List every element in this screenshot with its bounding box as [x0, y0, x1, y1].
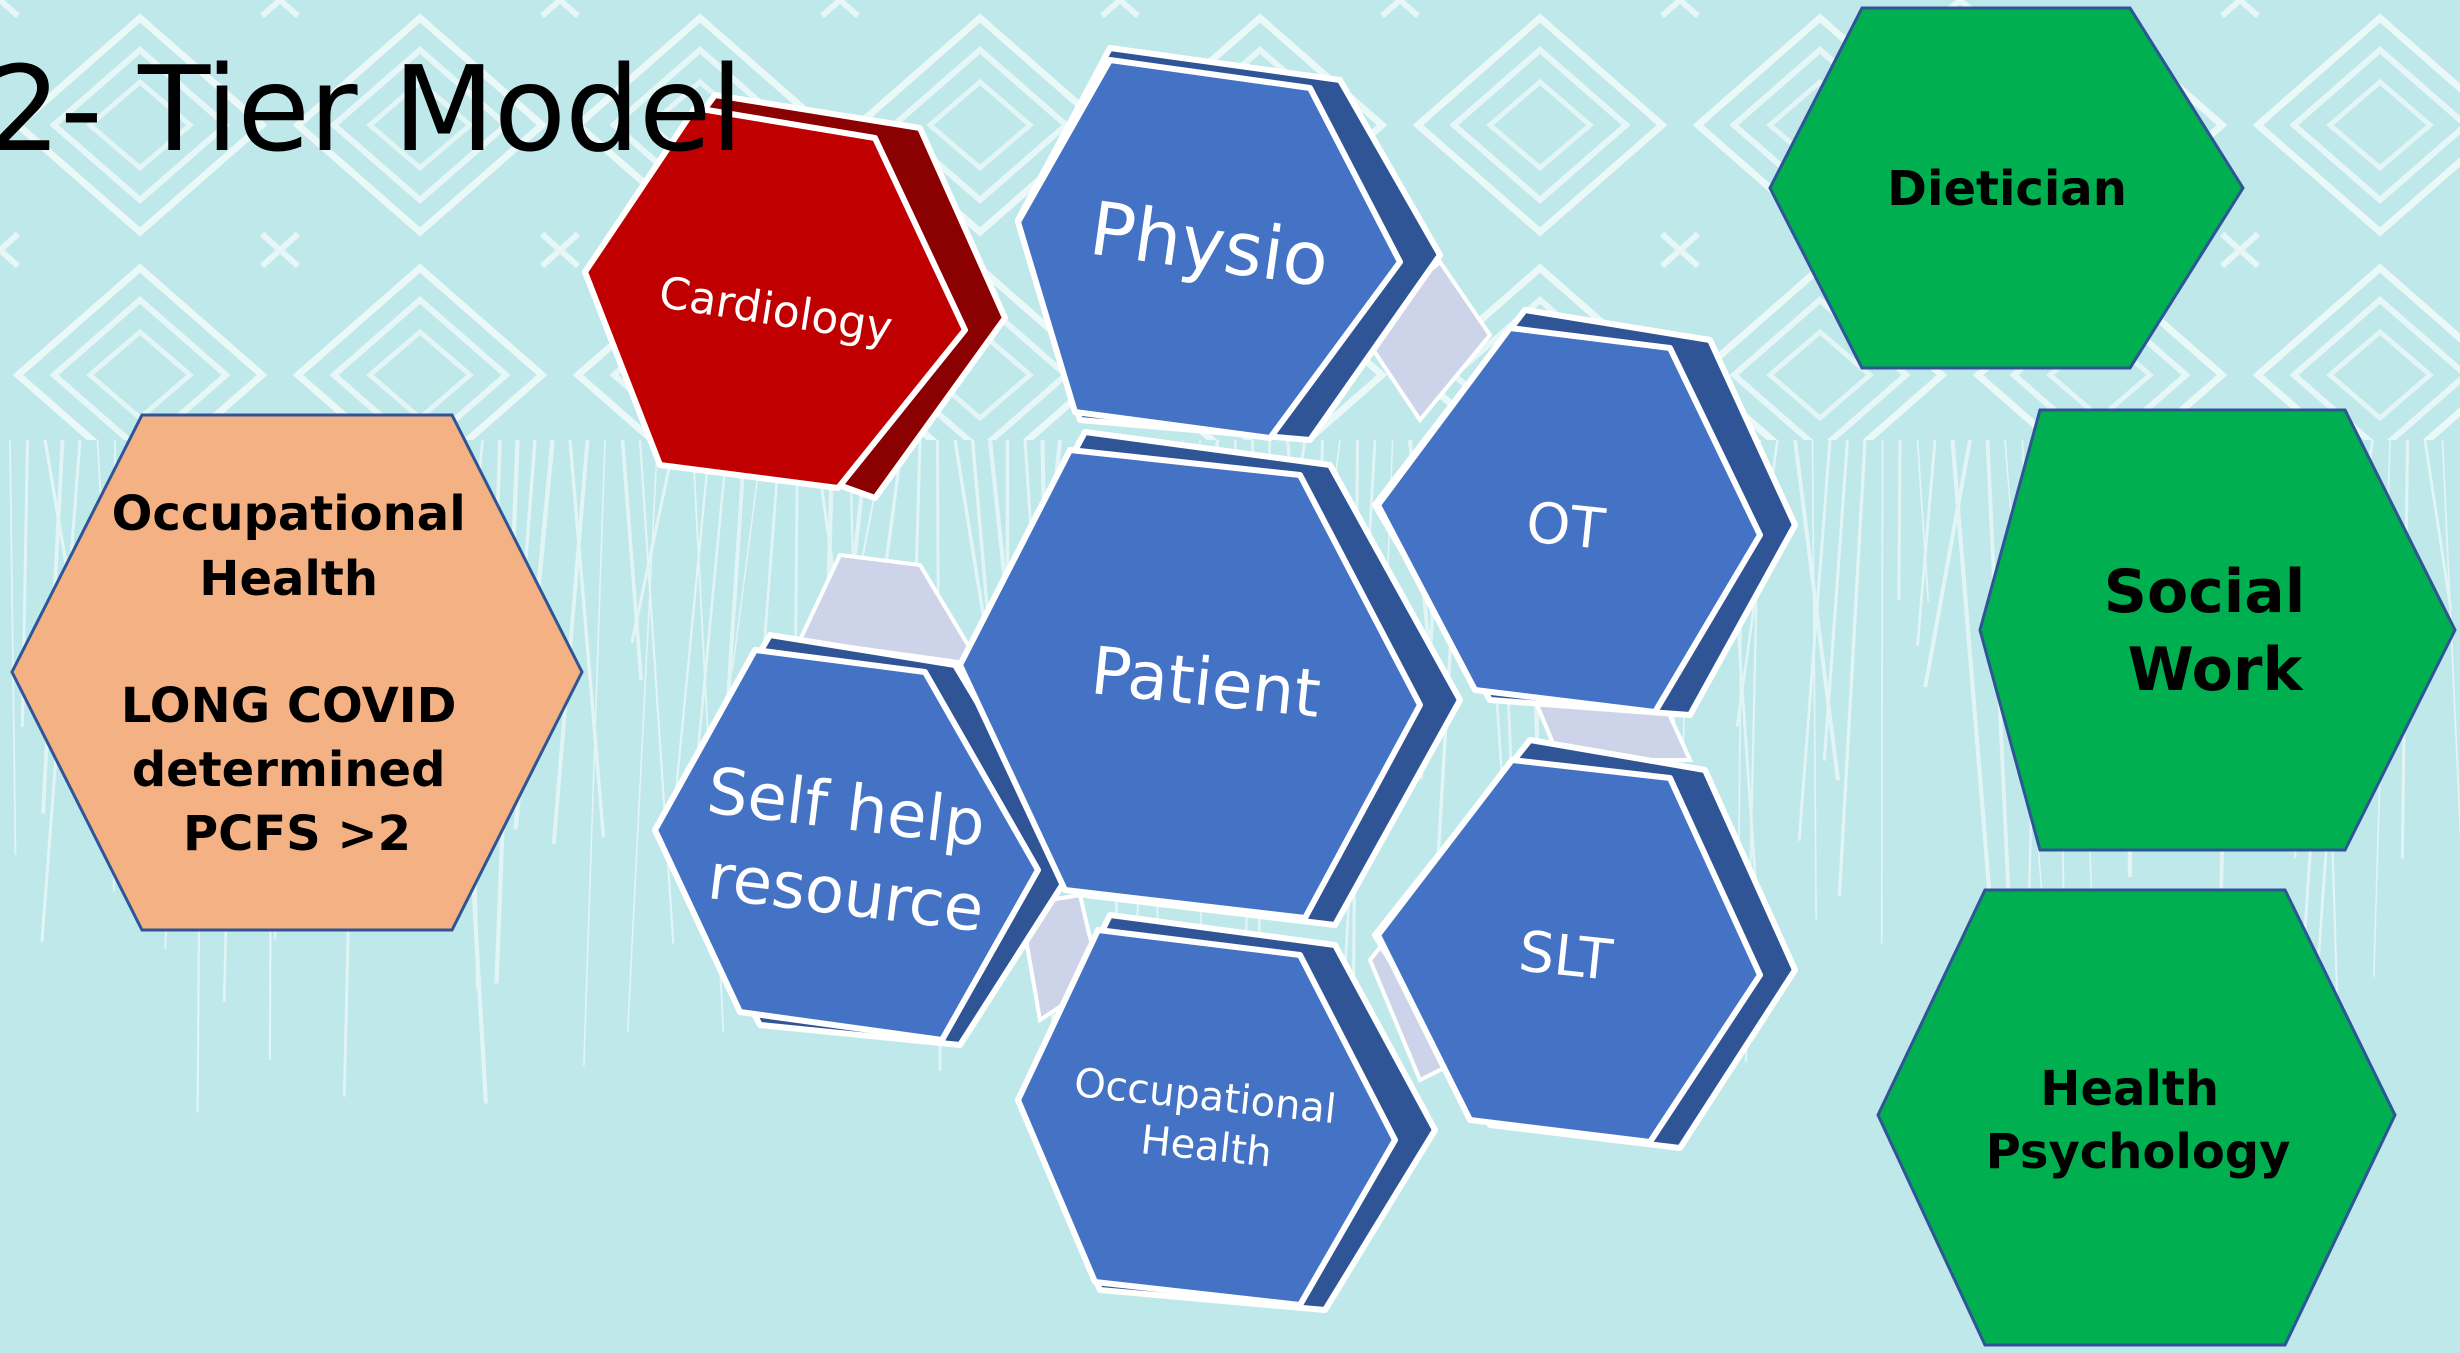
fringe-line	[1916, 439, 1930, 602]
hex-health-psychology-label: Health Psychology	[1986, 1061, 2291, 1180]
fringe-line	[9, 439, 17, 856]
fringe-line	[551, 439, 590, 845]
hex-social-work-shape	[1978, 408, 2457, 852]
hex-dietician-label: Dietician	[1887, 161, 2127, 217]
fringe-line	[620, 439, 643, 681]
hex-occupational-health-tier1: Occupational Health	[1015, 912, 1438, 1313]
hex-slt-face	[1375, 757, 1763, 1145]
fringe-line	[1837, 439, 1867, 897]
fringe-line	[583, 439, 606, 1067]
occ-health-line6: PCFS >2	[183, 806, 411, 862]
hex-health-psychology-line2: Psychology	[1986, 1124, 2291, 1180]
hex-dietician: Dietician	[1768, 6, 2245, 370]
hex-social-work-line2: Work	[2128, 635, 2305, 705]
hex-self-help-face	[652, 647, 1041, 1043]
fringe-line	[1822, 439, 1850, 761]
hex-social-work-line1: Social	[2104, 557, 2306, 627]
hex-slt: SLT	[1372, 737, 1798, 1151]
fringe-line	[2441, 439, 2460, 844]
hex-occupational-health-long-covid-text: Occupational Health LONG COVID determine…	[112, 486, 483, 862]
fringe-line	[1797, 439, 1832, 841]
hex-dietician-shape	[1768, 6, 2245, 370]
hex-social-work: Social Work	[1978, 408, 2457, 852]
hex-ot-label: OT	[1523, 490, 1608, 563]
hex-ot: OT	[1372, 307, 1798, 718]
hex-cardiology-face	[582, 105, 968, 491]
fringe-line	[1916, 439, 1937, 647]
fringe-line	[626, 439, 659, 1032]
hex-physio-face	[1015, 57, 1403, 441]
hex-self-help-resource: Self help resource	[652, 632, 1078, 1048]
hex-health-psychology-line1: Health	[2040, 1061, 2219, 1117]
fringe-line	[1923, 439, 1972, 688]
occ-health-line4: LONG COVID	[121, 678, 457, 734]
hex-slt-label: SLT	[1516, 919, 1616, 993]
occ-health-line1: Occupational	[112, 486, 466, 542]
hex-patient-face	[957, 447, 1423, 921]
hex-occupational-health-long-covid-shape	[10, 413, 584, 932]
occ-health-line5: determined	[132, 742, 446, 798]
fringe-line	[1897, 439, 1902, 601]
fringe-line	[638, 439, 675, 944]
hex-physio: Physio	[1015, 45, 1443, 443]
hex-patient: Patient	[957, 429, 1463, 928]
hex-health-psychology-shape	[1876, 888, 2397, 1347]
hex-health-psychology: Health Psychology	[1876, 888, 2397, 1347]
fringe-line	[1811, 439, 1817, 920]
hex-cardiology: Cardiology	[582, 92, 1008, 501]
fringe-line	[568, 439, 606, 838]
hex-ot-face	[1375, 325, 1763, 715]
fringe-line	[1880, 439, 1884, 944]
occ-health-line2: Health	[199, 551, 378, 607]
slide-title: 2- Tier Model	[0, 40, 743, 178]
hex-occupational-health-long-covid: Occupational Health LONG COVID determine…	[10, 413, 584, 932]
fringe-line	[2423, 439, 2453, 609]
hex-social-work-label: Social Work	[2104, 557, 2327, 705]
hex-occupational-health-face	[1015, 927, 1398, 1308]
